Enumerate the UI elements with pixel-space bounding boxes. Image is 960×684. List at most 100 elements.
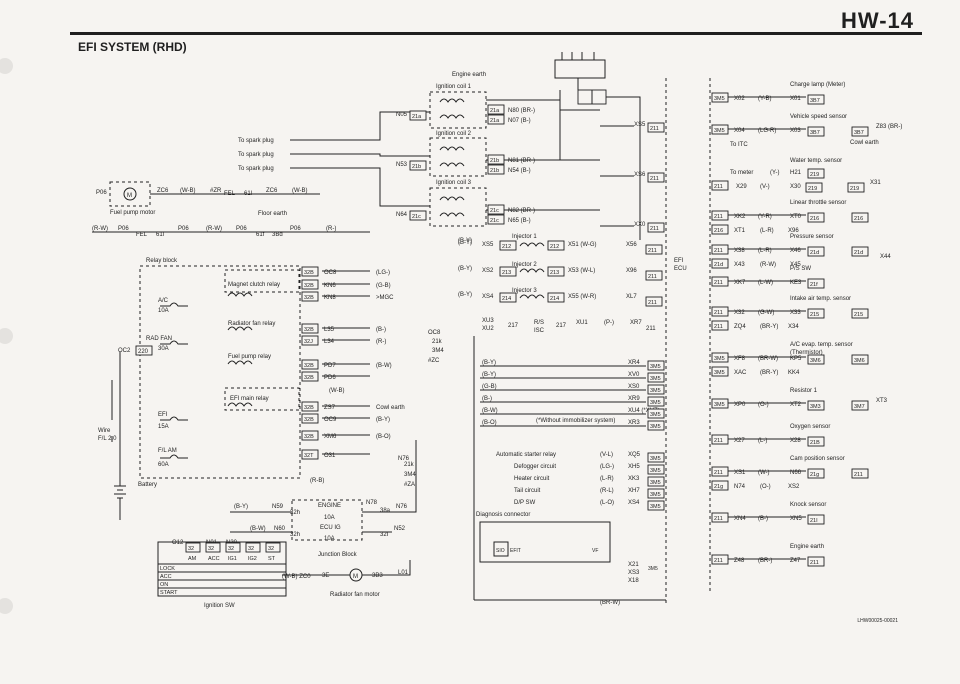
- efi-ecu-label-2: ECU: [674, 266, 687, 272]
- coil-wire-primary: N82 (BR-): [508, 208, 535, 214]
- sensor-conn: 21d: [810, 250, 819, 256]
- ignition-row: ON: [160, 582, 168, 588]
- injector-by: (B-Y): [458, 240, 472, 246]
- diag-vf: VF: [592, 548, 598, 554]
- sensor-conn-box: [807, 514, 825, 525]
- ignition-terminal: 32: [248, 546, 254, 552]
- center-line-pin: XR4: [628, 360, 640, 366]
- spark-plug-label-1: To spark plug: [238, 138, 274, 144]
- relay-pin-wire: O31: [324, 453, 336, 459]
- coil-wire-line: [560, 109, 634, 127]
- ecu-output-pin: XK3: [628, 476, 640, 482]
- relay-pin-color: (G-B): [376, 283, 391, 289]
- injector-ecu-pin: X96: [626, 268, 637, 274]
- sensor-conn-box: [807, 556, 825, 567]
- injector-conn-b-box: [547, 266, 565, 277]
- injector-rs: R/S: [534, 320, 544, 326]
- sensor-conn: 215: [810, 312, 819, 318]
- fuel-row2-p06: P06: [118, 226, 129, 232]
- injector-xu1: XU1: [576, 320, 588, 326]
- fuel-pump-motor-symbol: M: [127, 193, 132, 199]
- center-line-conn: 3M5: [650, 400, 661, 406]
- rad-fan-fuse-rating: 30A: [158, 346, 169, 352]
- diag-x21: X21: [628, 562, 639, 568]
- coil-conn: 21c: [412, 214, 421, 220]
- relay-pin-conn: 32T: [304, 453, 314, 459]
- sensor-color: (BR-W): [758, 356, 778, 362]
- ecu-output-label: Tail circuit: [514, 488, 541, 494]
- spark-plug-leads: To spark plug To spark plug To spark plu…: [238, 111, 430, 207]
- sensor-conn-box: [807, 94, 825, 105]
- injector-ecu-conn: 211: [648, 248, 657, 254]
- center-line-pin: XV0: [628, 372, 640, 378]
- ecu-output-conn: 3M5: [650, 492, 661, 498]
- injector-by: (B-Y): [458, 292, 472, 298]
- ignition-terminal: 32: [228, 546, 234, 552]
- ignition-coil-3-label: Ignition coil 3: [436, 180, 472, 186]
- center-line-conn-box: [647, 408, 665, 419]
- fuel-row2-fel: FEL: [136, 232, 148, 238]
- sensor-ecu-pin: X02: [734, 96, 745, 102]
- sensor-ecu-conn: 211: [714, 248, 723, 254]
- injector-conn-b-box: [547, 240, 565, 251]
- sensor-ecu-conn2-box: [711, 224, 729, 235]
- relay-pin-wire: L34: [324, 339, 335, 345]
- sensor-pin3: X31: [870, 180, 881, 186]
- fuel-row2-rw2: (R-W): [206, 226, 222, 232]
- coil-wire-code: N64: [396, 212, 408, 218]
- junction-za: #ZA: [404, 482, 415, 488]
- sensor-color2: (BR-Y): [760, 324, 778, 330]
- ecu-output-color: (LG-): [600, 464, 614, 470]
- center-line-color: (B-Y): [482, 360, 496, 366]
- relay-pin-color: (B-W): [376, 363, 392, 369]
- coil-wire-code: N53: [396, 162, 408, 168]
- ignition-col: ACC: [208, 556, 220, 562]
- sensor-conn: 3B7: [810, 98, 820, 104]
- sensor-conn: 219: [810, 172, 819, 178]
- center-line-color: (B-Y): [482, 372, 496, 378]
- sensor-label: Knock sensor: [790, 502, 826, 508]
- ecu-output-conn-box: [647, 476, 665, 487]
- center-line-pin: XS0: [628, 384, 640, 390]
- sensor-color2: (R-W): [760, 262, 776, 268]
- injector-217: 217: [508, 323, 519, 329]
- injector-conn-a-box: [499, 266, 517, 277]
- injector-ecu-conn-box: [645, 296, 663, 307]
- radiator-3e: 3E: [322, 573, 329, 579]
- sensor-conn: 21g: [810, 472, 819, 478]
- sensor-conn2: 21d: [854, 250, 863, 256]
- fl-am-fuse-rating: 60A: [158, 462, 169, 468]
- sensor-conn3-box: [847, 182, 865, 193]
- sensor-conn-box: [807, 278, 825, 289]
- sensor-pin3: X96: [788, 228, 799, 234]
- sensor-label: Intake air temp. sensor: [790, 296, 851, 302]
- sensor-pin: X01: [790, 96, 801, 102]
- page-number: HW-14: [840, 8, 914, 33]
- injector-211: 211: [646, 326, 656, 332]
- injector-conn-b: 213: [550, 270, 559, 276]
- coil-ecu-conn-box: [647, 122, 665, 133]
- ignition-terminal-box: [245, 542, 261, 553]
- sensor-conn2: 211: [854, 472, 863, 478]
- sensor-ecu-pin: XS1: [734, 470, 746, 476]
- injector-conn-a: 213: [502, 270, 511, 276]
- sensor-ecu-pin2: X43: [734, 262, 745, 268]
- coil-wire-line: [560, 159, 634, 177]
- relay-pin-conn: 32B: [304, 270, 314, 276]
- injector-oc8: OC8: [428, 330, 441, 336]
- sensor-color2: (L-R): [760, 228, 774, 234]
- sensor-ecu-conn2-box: [711, 258, 729, 269]
- relay-pin-conn-box: [301, 449, 319, 460]
- sensor-color: (G-W): [758, 310, 774, 316]
- junction-engine-fuse: 10A: [324, 515, 335, 521]
- relay-rb: (R-B): [310, 478, 324, 484]
- sensor-ecu-pin: X32: [734, 310, 745, 316]
- sensor-pin: N66: [790, 470, 802, 476]
- sensor-conn2-box: [851, 354, 869, 365]
- diag-efit: EFIT: [510, 548, 521, 554]
- sensor-label: A/C evap. temp. sensor: [790, 342, 853, 348]
- injector-ecu-conn-box: [645, 270, 663, 281]
- sensor-conn-box: [807, 468, 825, 479]
- junction-bw: (B-W): [250, 526, 266, 532]
- sensor-pin: X46: [790, 248, 801, 254]
